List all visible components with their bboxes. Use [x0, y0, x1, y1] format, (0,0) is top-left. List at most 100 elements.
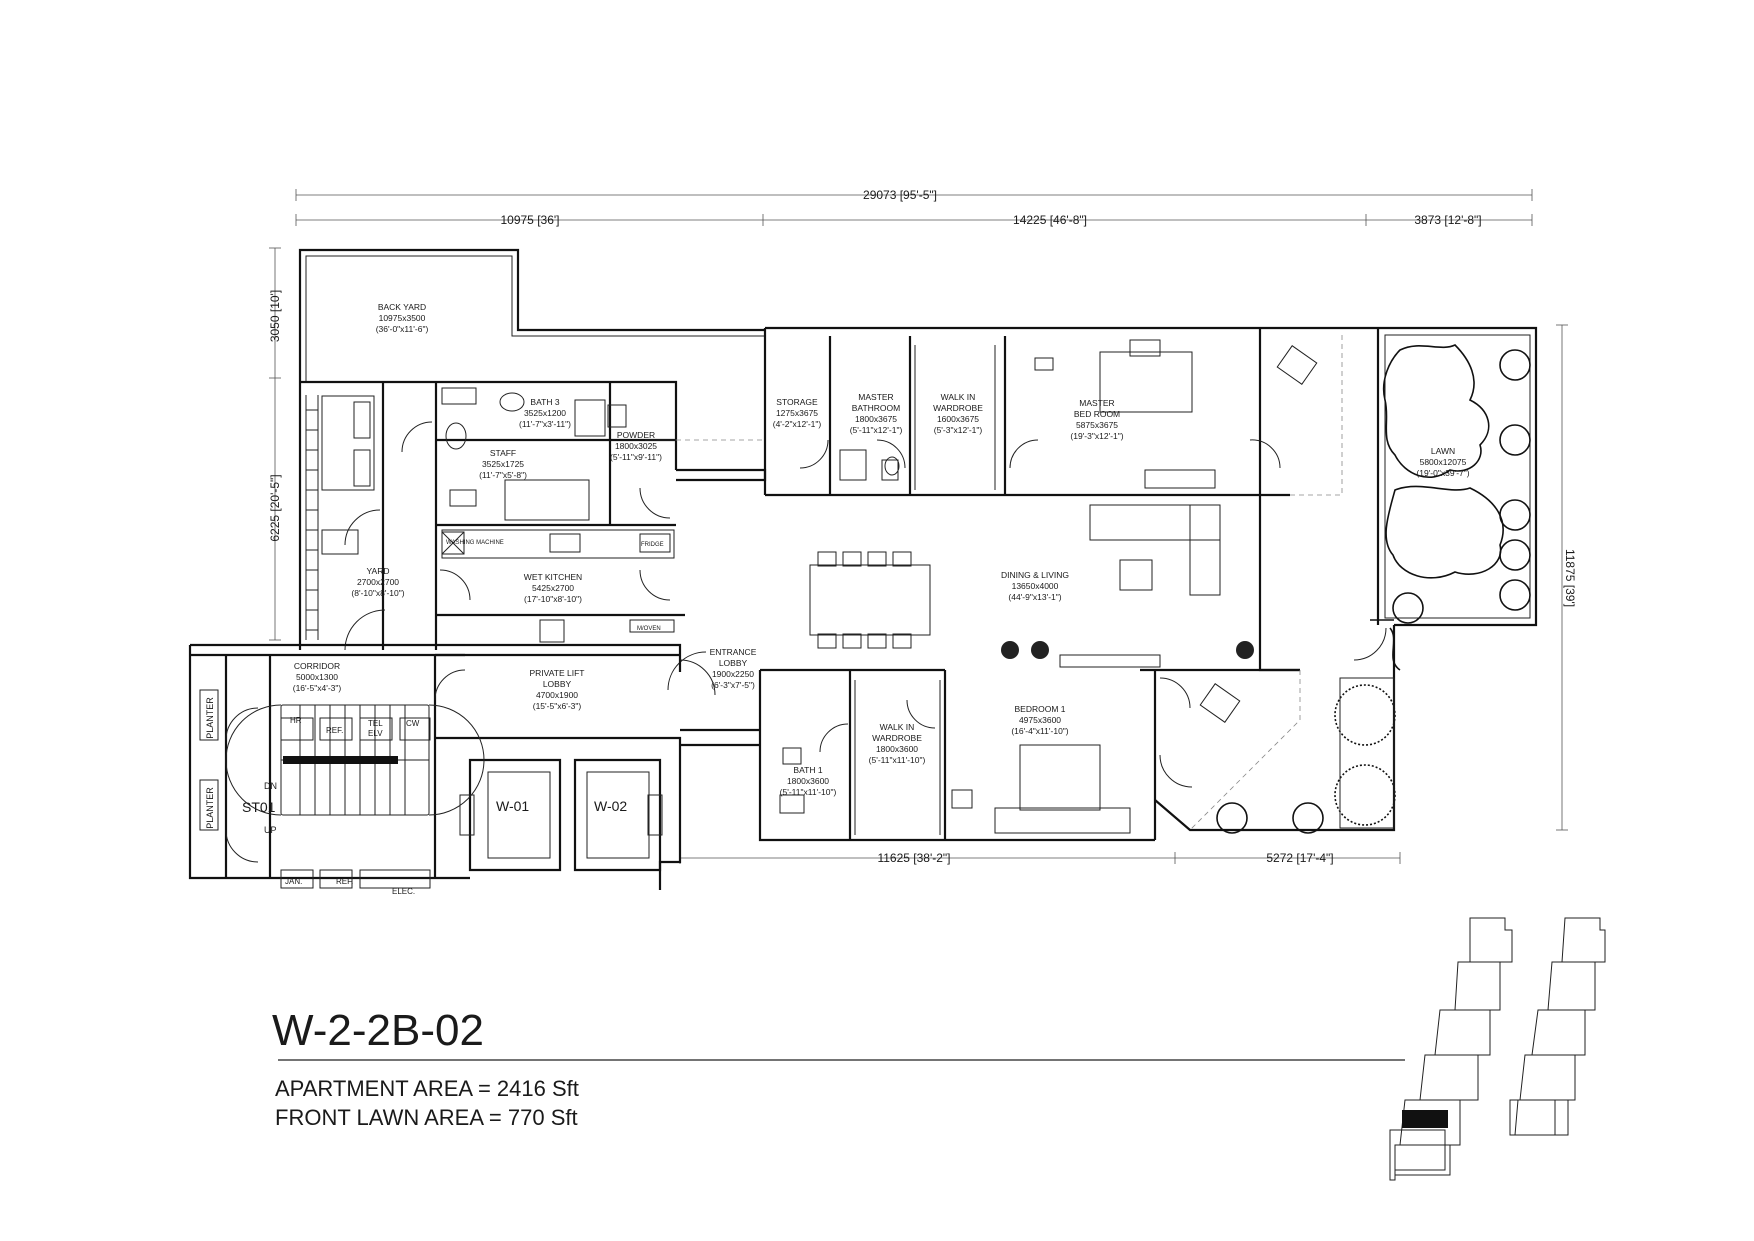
room-bath3-imperial: (11'-7"x3'-11") — [519, 419, 571, 429]
room-powder-imperial: (5'-11"x9'-11") — [610, 452, 662, 462]
room-lawn-imperial: (19'-0"x39'-7") — [1416, 468, 1469, 478]
room-masterbed-imperial: (19'-3"x12'-1") — [1070, 431, 1123, 441]
room-bedroom1-imperial: (16'-4"x11'-10") — [1011, 726, 1068, 736]
dim-seg-mid: 14225 [46'-8"] — [1013, 213, 1087, 227]
room-wiw1-name2: WARDROBE — [933, 403, 983, 413]
lawn-trees — [1216, 344, 1531, 834]
room-lawn-name: LAWN — [1431, 446, 1455, 456]
room-bath3-size: 3525x1200 — [524, 408, 566, 418]
service-block-walls — [298, 380, 767, 651]
shaft-hr-label: HR — [290, 716, 302, 725]
room-entrance-name2: LOBBY — [719, 658, 748, 668]
room-backyard-name: BACK YARD — [378, 302, 426, 312]
room-powder-size: 1800x3025 — [615, 441, 657, 451]
room-wetkitchen-name: WET KITCHEN — [524, 572, 582, 582]
room-masterbed-name2: BED ROOM — [1074, 409, 1120, 419]
furniture — [667, 339, 1387, 835]
room-corridor-size: 5000x1300 — [296, 672, 338, 682]
room-yard-size: 2700x2700 — [357, 577, 399, 587]
room-liftlobby-name2: LOBBY — [543, 679, 572, 689]
dim-left-mid: 6225 [20'-5"] — [268, 474, 282, 541]
core-labels: PLANTER PLANTER ST01 DN UP W-01 W-02 HR … — [205, 697, 627, 896]
room-staff-imperial: (11'-7"x5'-8") — [479, 470, 527, 480]
stair-label: ST01 — [242, 799, 276, 815]
planter-label-top: PLANTER — [205, 697, 215, 739]
room-wiw2-name2: WARDROBE — [872, 733, 922, 743]
room-masterbed-name1: MASTER — [1079, 398, 1114, 408]
room-masterbath-name2: BATHROOM — [852, 403, 900, 413]
room-liftlobby-size: 4700x1900 — [536, 690, 578, 700]
dim-seg-left: 10975 [36'] — [500, 213, 559, 227]
room-staff-size: 3525x1725 — [482, 459, 524, 469]
stair-up-label: UP — [264, 825, 277, 835]
shaft-jan-label: JAN. — [285, 877, 302, 886]
room-liftlobby-name1: PRIVATE LIFT — [530, 668, 585, 678]
core-walls — [188, 643, 760, 890]
room-backyard-size: 10975x3500 — [379, 313, 426, 323]
unit-code-title: W-2-2B-02 — [272, 1006, 484, 1055]
room-masterbath-name1: MASTER — [858, 392, 893, 402]
room-corridor-name: CORRIDOR — [294, 661, 340, 671]
dim-bottom-right: 5272 [17'-4"] — [1266, 851, 1333, 865]
room-masterbath-size: 1800x3675 — [855, 414, 897, 424]
fridge-label: FRIDGE — [641, 542, 664, 548]
dim-right-depth: 11875 [39'] — [1563, 549, 1577, 607]
shaft-ref-label-top: REF. — [326, 726, 343, 735]
room-masterbath-imperial: (5'-11"x12'-1") — [850, 425, 903, 435]
room-masterbed-size: 5875x3675 — [1076, 420, 1118, 430]
dim-seg-right: 3873 [12'-8"] — [1414, 213, 1481, 227]
room-wetkitchen-size: 5425x2700 — [532, 583, 574, 593]
room-dining-imperial: (44'-9"x13'-1") — [1008, 592, 1061, 602]
room-bath1-size: 1800x3600 — [787, 776, 829, 786]
room-entrance-name1: ENTRANCE — [710, 647, 757, 657]
room-bath1-imperial: (5'-11"x11'-10") — [780, 787, 837, 797]
dim-left-top: 3050 [10'] — [268, 290, 282, 342]
key-plan-highlight — [1402, 1110, 1448, 1128]
room-lawn-size: 5800x12075 — [1420, 457, 1467, 467]
room-bedroom1-size: 4975x3600 — [1019, 715, 1061, 725]
shaft-cw-label: CW — [406, 719, 420, 728]
room-wiw1-size: 1600x3675 — [937, 414, 979, 424]
room-wetkitchen-imperial: (17'-10"x8'-10") — [524, 594, 582, 604]
backyard-walls — [298, 248, 765, 382]
dimension-lines — [269, 189, 1568, 864]
room-storage-name: STORAGE — [776, 397, 818, 407]
planter-label-bottom: PLANTER — [205, 787, 215, 829]
room-yard-name: YARD — [367, 566, 390, 576]
room-liftlobby-imperial: (15'-5"x6'-3") — [533, 701, 582, 711]
shaft-ref-label-bottom: REF. — [336, 877, 353, 886]
shaft-elv-label: ELV — [368, 729, 383, 738]
room-corridor-imperial: (16'-5"x4'-3") — [293, 683, 342, 693]
dim-overall-width: 29073 [95'-5"] — [863, 188, 937, 202]
lift-w02-label: W-02 — [594, 798, 627, 814]
room-storage-size: 1275x3675 — [776, 408, 818, 418]
dim-bottom-left: 11625 [38'-2"] — [877, 851, 950, 865]
oven-label: M/OVEN — [637, 626, 661, 632]
room-wiw1-imperial: (5'-3"x12'-1") — [934, 425, 983, 435]
stair-dn-label: DN — [264, 781, 277, 791]
front-lawn-area: FRONT LAWN AREA = 770 Sft — [275, 1105, 578, 1130]
lift-w01-label: W-01 — [496, 798, 529, 814]
room-wiw1-name1: WALK IN — [941, 392, 976, 402]
room-entrance-size: 1900x2250 — [712, 669, 754, 679]
shaft-tel-label: TEL — [368, 719, 383, 728]
room-dining-name: DINING & LIVING — [1001, 570, 1069, 580]
washing-machine-label: WASHING MACHINE — [446, 540, 504, 546]
room-backyard-imperial: (36'-0"x11'-6") — [376, 324, 429, 334]
room-entrance-imperial: (6'-3"x7'-5") — [711, 680, 755, 690]
room-yard-imperial: (8'-10"x8'-10") — [351, 588, 404, 598]
apartment-area: APARTMENT AREA = 2416 Sft — [275, 1076, 579, 1101]
room-wiw2-size: 1800x3600 — [876, 744, 918, 754]
room-bath3-name: BATH 3 — [530, 397, 559, 407]
room-wiw2-imperial: (5'-11"x11'-10") — [869, 755, 926, 765]
room-powder-name: POWDER — [617, 430, 655, 440]
room-dining-size: 13650x4000 — [1012, 581, 1059, 591]
room-bath1-name: BATH 1 — [793, 765, 822, 775]
shaft-elec-label: ELEC. — [392, 887, 415, 896]
room-wiw2-name1: WALK IN — [880, 722, 915, 732]
room-bedroom1-name: BEDROOM 1 — [1014, 704, 1065, 714]
room-staff-name: STAFF — [490, 448, 516, 458]
room-storage-imperial: (4'-2"x12'-1") — [773, 419, 822, 429]
room-labels: BACK YARD 10975x3500 (36'-0"x11'-6") BAT… — [293, 302, 1470, 797]
